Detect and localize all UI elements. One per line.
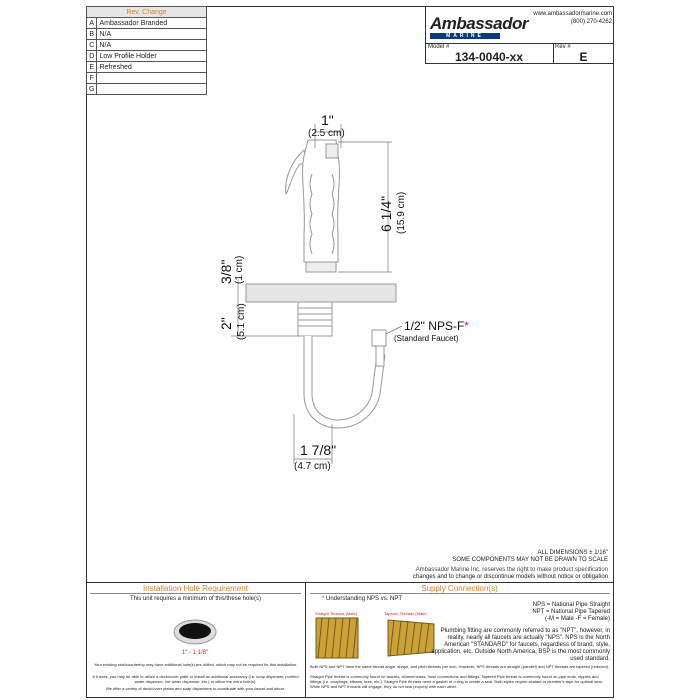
width-top-metric: (2.5 cm): [308, 128, 345, 139]
model-number: 134-0040-xx: [454, 50, 524, 64]
hole-icon: [173, 619, 217, 645]
shank-metric: (5.1 cm): [236, 303, 247, 340]
install-fine-3: We offer a variety of deck/cover plates …: [105, 686, 286, 691]
thread-label: 1/2" NPS-F*: [404, 319, 469, 333]
supply-explanation: Plumbing fitting are commonly referred t…: [431, 628, 610, 662]
table-row: G: [85, 83, 207, 95]
bottom-width-label: 1 7/8": [300, 442, 337, 458]
revision-header: Rev. Change: [86, 6, 207, 18]
install-fine-1: Your existing sink/countertop may have a…: [93, 662, 298, 667]
product-drawing: [231, 124, 403, 464]
install-fine-2: If it does, you may be able to utilize a…: [92, 674, 299, 684]
sprayer-head: [285, 139, 340, 273]
threaded-shank: [297, 301, 333, 337]
thread-legend: NPS = National Pipe Straight NPT = Natio…: [532, 602, 610, 622]
height-label: 6 1/4": [378, 195, 394, 232]
shank-label: 2": [218, 317, 234, 330]
height-metric: (15.9 cm): [396, 191, 407, 234]
bottom-width-metric: (4.7 cm): [294, 461, 331, 472]
rev-label: Rev #: [555, 44, 571, 50]
supply-fine-1: Both NPS and NPT have the same thread an…: [310, 664, 610, 669]
website-link[interactable]: www.ambassadormarine.com: [533, 11, 612, 17]
model-label: Model #: [428, 44, 450, 50]
supply-fine-2: Straight Pipe thread is commonly found o…: [310, 674, 603, 689]
dimension-lines: [231, 124, 403, 464]
deck-plate: [245, 283, 397, 303]
supply-header: Supply Connection(s): [421, 584, 498, 593]
supply-fitting: [371, 329, 387, 367]
bottom-panel: [86, 582, 614, 698]
hole-size: 1" - 1 1/8": [181, 650, 209, 656]
contact-info: www.ambassadormarine.com (800) 270-4262: [520, 10, 612, 26]
general-notes: ALL DIMENSIONS ± 1/16" SOME COMPONENTS M…: [412, 550, 608, 580]
phone-number: (800) 270-4262: [570, 19, 612, 25]
collar-metric: (1 cm): [234, 255, 245, 284]
width-top-label: 1": [321, 112, 334, 128]
understanding-label: * Understanding NPS vs. NPT: [322, 596, 403, 602]
brand-logo: Ambassador MARINE: [430, 14, 528, 39]
rev-value: E: [579, 50, 588, 64]
thread-note: (Standard Faucet): [394, 334, 459, 343]
straight-thread-label: Straight Threads (Male): [315, 611, 357, 616]
model-row: [425, 43, 614, 64]
install-requirement: This unit requires a minimum of this/the…: [129, 596, 262, 602]
thread-comparison-icon: [315, 617, 435, 659]
title-block: [425, 6, 614, 64]
drawing-sheet: [86, 6, 614, 698]
tapered-thread-label: Tapered Threads (Male): [384, 611, 427, 616]
install-header: Installation Hole Requirement: [143, 584, 248, 593]
collar-label: 3/8": [218, 259, 234, 284]
